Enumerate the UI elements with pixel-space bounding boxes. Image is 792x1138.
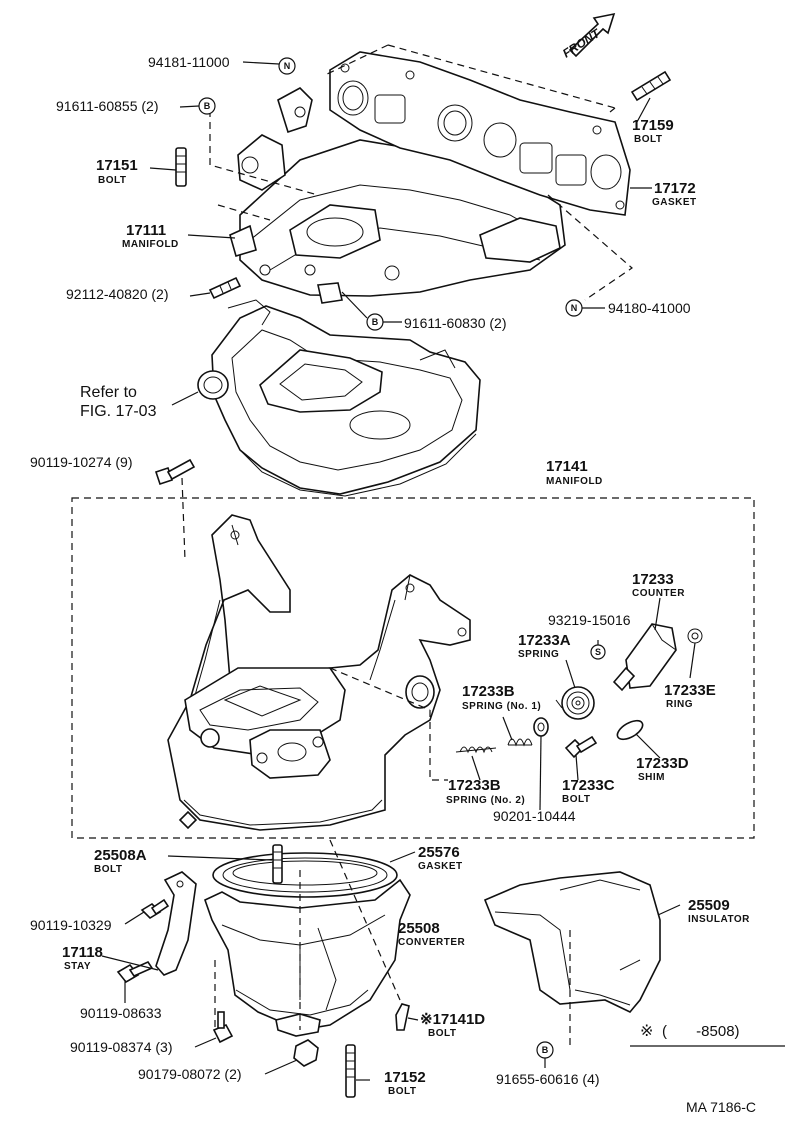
b-symbol-mid: B xyxy=(366,313,384,331)
label-17118-sub: STAY xyxy=(64,961,91,972)
refer-note-line1: Refer to xyxy=(80,384,137,401)
stay-17118 xyxy=(155,871,197,976)
bolt-25508A-icon xyxy=(272,844,283,884)
label-17152-sub: BOLT xyxy=(388,1086,416,1097)
label-17233E: 17233E xyxy=(664,682,716,699)
label-17233B-no2: 17233B xyxy=(448,777,501,794)
label-17233C-sub: BOLT xyxy=(562,794,590,805)
nut-90179-icon xyxy=(293,1039,319,1067)
label-17233C: 17233C xyxy=(562,777,615,794)
stud-92112-icon xyxy=(208,276,242,300)
bolt-90119-10329-icon xyxy=(140,898,170,920)
refer-note-line2: FIG. 17-03 xyxy=(80,403,157,420)
svg-text:B: B xyxy=(542,1045,549,1055)
bolt-17233C-icon xyxy=(564,735,598,759)
intake-lower-housing xyxy=(197,299,481,497)
label-90119-10274: 90119-10274 (9) xyxy=(30,454,132,470)
label-17151: 17151 xyxy=(96,157,138,174)
label-91655: 91655-60616 (4) xyxy=(496,1071,600,1087)
label-90119-08633: 90119-08633 xyxy=(80,1005,162,1021)
label-17233D-sub: SHIM xyxy=(638,772,665,783)
shim-17233D-icon xyxy=(616,719,644,741)
label-17141D: ※17141D xyxy=(420,1011,485,1028)
bolt-90119-08374-icon xyxy=(212,1011,234,1044)
label-90119-10329: 90119-10329 xyxy=(30,917,112,933)
bolt-17151-icon xyxy=(175,147,187,187)
label-17233B-no1-sub: SPRING (No. 1) xyxy=(462,701,541,712)
label-17233A-sub: SPRING xyxy=(518,649,559,660)
svg-text:N: N xyxy=(284,61,291,71)
spring-17233B-no2-icon xyxy=(455,746,497,754)
label-25576-sub: GASKET xyxy=(418,861,463,872)
upper-assembly-outline xyxy=(209,44,633,301)
label-25508A: 25508A xyxy=(94,847,147,864)
label-17159-sub: BOLT xyxy=(634,134,662,145)
b-symbol-top: B xyxy=(198,97,216,115)
exhaust-manifold-17141 xyxy=(167,514,471,831)
label-25509-sub: INSULATOR xyxy=(688,914,750,925)
label-17233E-sub: RING xyxy=(666,699,693,710)
label-91611-60855: 91611-60855 (2) xyxy=(56,98,158,114)
footnote-text: ( -8508) xyxy=(662,1023,740,1040)
insulator-25509 xyxy=(483,871,661,1013)
bolt-17152-icon xyxy=(345,1044,356,1098)
label-94180: 94180-41000 xyxy=(608,300,691,316)
label-17233: 17233 xyxy=(632,571,674,588)
label-17233-sub: COUNTER xyxy=(632,588,685,599)
svg-text:S: S xyxy=(595,647,601,657)
label-17172-sub: GASKET xyxy=(652,197,697,208)
label-90119-08374: 90119-08374 (3) xyxy=(70,1039,172,1055)
svg-text:B: B xyxy=(204,101,211,111)
intake-manifold-17111 xyxy=(229,87,566,304)
manifold-17141-group-box xyxy=(71,497,755,839)
n-symbol-mid: N xyxy=(565,299,583,317)
diagram-code: MA 7186-C xyxy=(686,1099,756,1115)
svg-text:N: N xyxy=(571,303,578,313)
spring-17233A-icon xyxy=(555,686,595,720)
label-17159: 17159 xyxy=(632,117,674,134)
bolt-90119-08633-icon xyxy=(116,960,154,984)
label-17233B-no2-sub: SPRING (No. 2) xyxy=(446,795,525,806)
gasket-17172 xyxy=(329,51,631,216)
label-25509: 25509 xyxy=(688,897,730,914)
label-17172: 17172 xyxy=(654,180,696,197)
bolt-90119-10274-icon xyxy=(154,458,196,486)
label-93219: 93219-15016 xyxy=(548,612,631,628)
leader-lines xyxy=(101,61,696,1081)
label-25508A-sub: BOLT xyxy=(94,864,122,875)
washer-90201-icon xyxy=(533,717,549,737)
label-17141: 17141 xyxy=(546,458,588,475)
label-25576: 25576 xyxy=(418,844,460,861)
label-17111-sub: MANIFOLD xyxy=(122,239,179,250)
label-94181: 94181-11000 xyxy=(148,54,230,70)
label-17233A: 17233A xyxy=(518,632,571,649)
bolt-17141D-icon xyxy=(395,1003,410,1031)
front-label: FRONT xyxy=(560,25,604,60)
label-17141-sub: MANIFOLD xyxy=(546,476,603,487)
label-25508-sub: CONVERTER xyxy=(398,937,466,948)
label-92112: 92112-40820 (2) xyxy=(66,286,168,302)
label-17141D-sub: BOLT xyxy=(428,1028,456,1039)
label-17152: 17152 xyxy=(384,1069,426,1086)
label-90201: 90201-10444 xyxy=(493,808,576,824)
label-90179: 90179-08072 (2) xyxy=(138,1066,242,1082)
footnote-mark: ※ xyxy=(640,1023,653,1040)
label-91611-60830: 91611-60830 (2) xyxy=(404,315,506,331)
label-17233D: 17233D xyxy=(636,755,689,772)
ring-17233E-icon xyxy=(687,628,703,644)
counter-17233-icon xyxy=(612,623,677,692)
n-symbol-top: N xyxy=(278,57,296,75)
bolt-17159-icon xyxy=(630,70,672,102)
converter-25508 xyxy=(204,852,411,1037)
svg-text:B: B xyxy=(372,317,379,327)
s-symbol: S xyxy=(590,644,606,660)
label-17233B-no1: 17233B xyxy=(462,683,515,700)
front-arrow-icon xyxy=(568,12,616,58)
label-25508: 25508 xyxy=(398,920,440,937)
label-17111: 17111 xyxy=(126,222,166,239)
label-17151-sub: BOLT xyxy=(98,175,126,186)
b-symbol-bottom: B xyxy=(536,1041,554,1059)
label-17118: 17118 xyxy=(62,944,103,961)
